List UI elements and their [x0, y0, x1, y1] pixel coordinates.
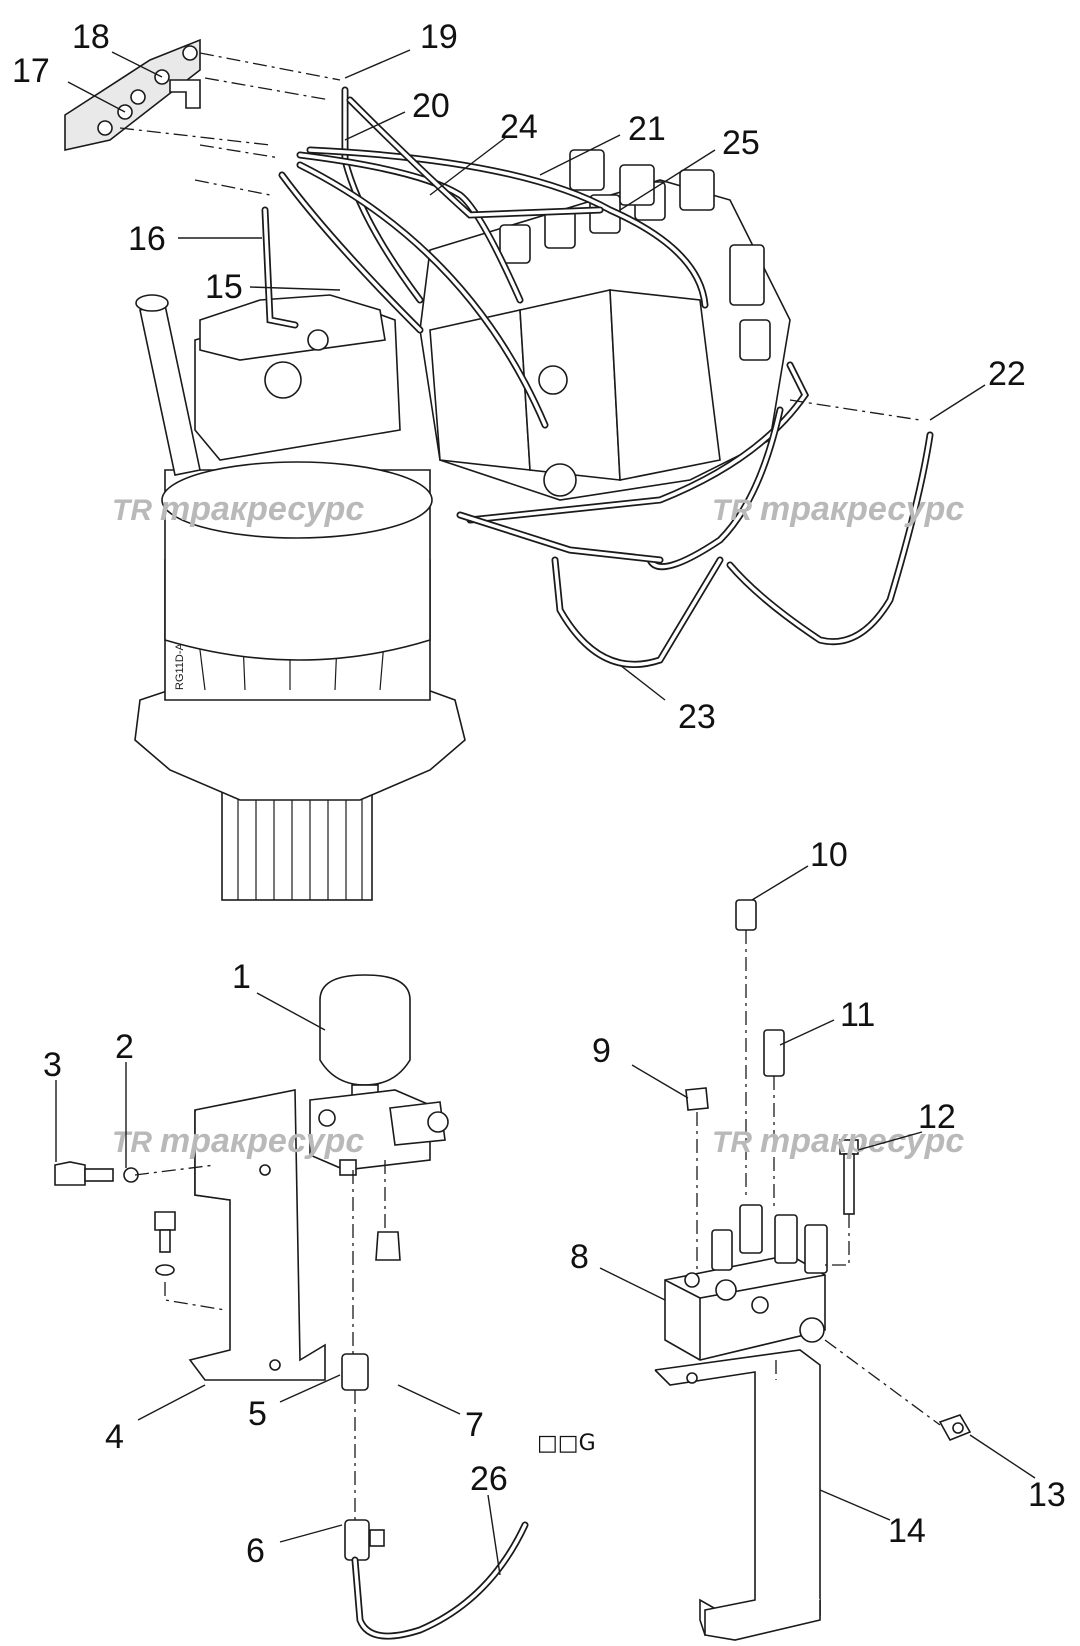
callout-16: 16	[128, 220, 166, 258]
swing-motor-assembly: RG11D-A	[134, 294, 466, 901]
watermark-text: тракресурс	[760, 490, 964, 528]
accumulator-assembly	[54, 974, 529, 1640]
callout-17: 17	[12, 52, 50, 90]
callout-19: 19	[420, 18, 458, 56]
control-valve-block	[419, 149, 791, 501]
fitting-block-17-18	[64, 38, 201, 151]
callout-9: 9	[592, 1032, 611, 1070]
callout-20: 20	[412, 87, 450, 125]
callout-5: 5	[248, 1395, 267, 1433]
connection-lines-upper	[119, 52, 921, 421]
callout-18: 18	[72, 18, 110, 56]
watermark-text: тракресурс	[160, 1122, 364, 1160]
sensor-valve-assembly	[654, 899, 972, 1641]
callout-15: 15	[205, 268, 243, 306]
callout-21: 21	[628, 110, 666, 148]
callout-8: 8	[570, 1238, 589, 1276]
callout-13: 13	[1028, 1476, 1066, 1514]
callout-2: 2	[115, 1028, 134, 1066]
callout-23: 23	[678, 698, 716, 736]
callout-1: 1	[232, 958, 251, 996]
callout-12: 12	[918, 1098, 956, 1136]
watermark-text: тракресурс	[760, 1122, 964, 1160]
watermark-upper-right: TR тракресурс	[712, 490, 964, 528]
watermark-lower-left: TR тракресурс	[112, 1122, 364, 1160]
callout-4: 4	[105, 1418, 124, 1456]
watermark-logo: TR	[112, 1126, 152, 1159]
callout-26: 26	[470, 1460, 508, 1498]
callout-10: 10	[810, 836, 848, 874]
watermark-logo: TR	[712, 494, 752, 527]
callout-22: 22	[988, 355, 1026, 393]
callout-11: 11	[840, 996, 875, 1034]
callout-3: 3	[43, 1046, 62, 1084]
stray-text: □□G	[537, 1431, 596, 1456]
watermark-lower-right: TR тракресурс	[712, 1122, 964, 1160]
callout-7: 7	[465, 1406, 484, 1444]
callout-25: 25	[722, 124, 760, 162]
motor-label: RG11D-A	[174, 642, 186, 690]
hoses-upper	[261, 86, 934, 668]
watermark-logo: TR	[712, 1126, 752, 1159]
watermark-text: тракресурс	[160, 490, 364, 528]
callout-14: 14	[888, 1512, 926, 1550]
watermark-upper-left: TR тракресурс	[112, 490, 364, 528]
callout-numbers: 1 2 3 4 5 6 7 8 9 10 11 12 13 14 15 16 1…	[12, 18, 1066, 1570]
leader-lines	[55, 49, 1036, 1576]
callout-24: 24	[500, 108, 538, 146]
callout-6: 6	[246, 1532, 265, 1570]
watermark-logo: TR	[112, 494, 152, 527]
